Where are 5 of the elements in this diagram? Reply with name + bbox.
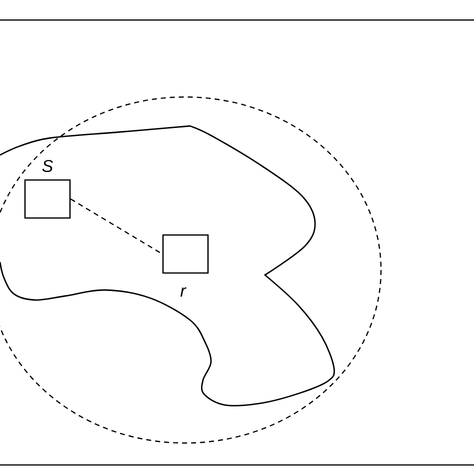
dashed-line — [70, 198, 163, 255]
square — [162, 234, 209, 274]
square — [24, 179, 71, 219]
box-label: S — [42, 160, 53, 172]
box-label: r — [180, 287, 186, 297]
